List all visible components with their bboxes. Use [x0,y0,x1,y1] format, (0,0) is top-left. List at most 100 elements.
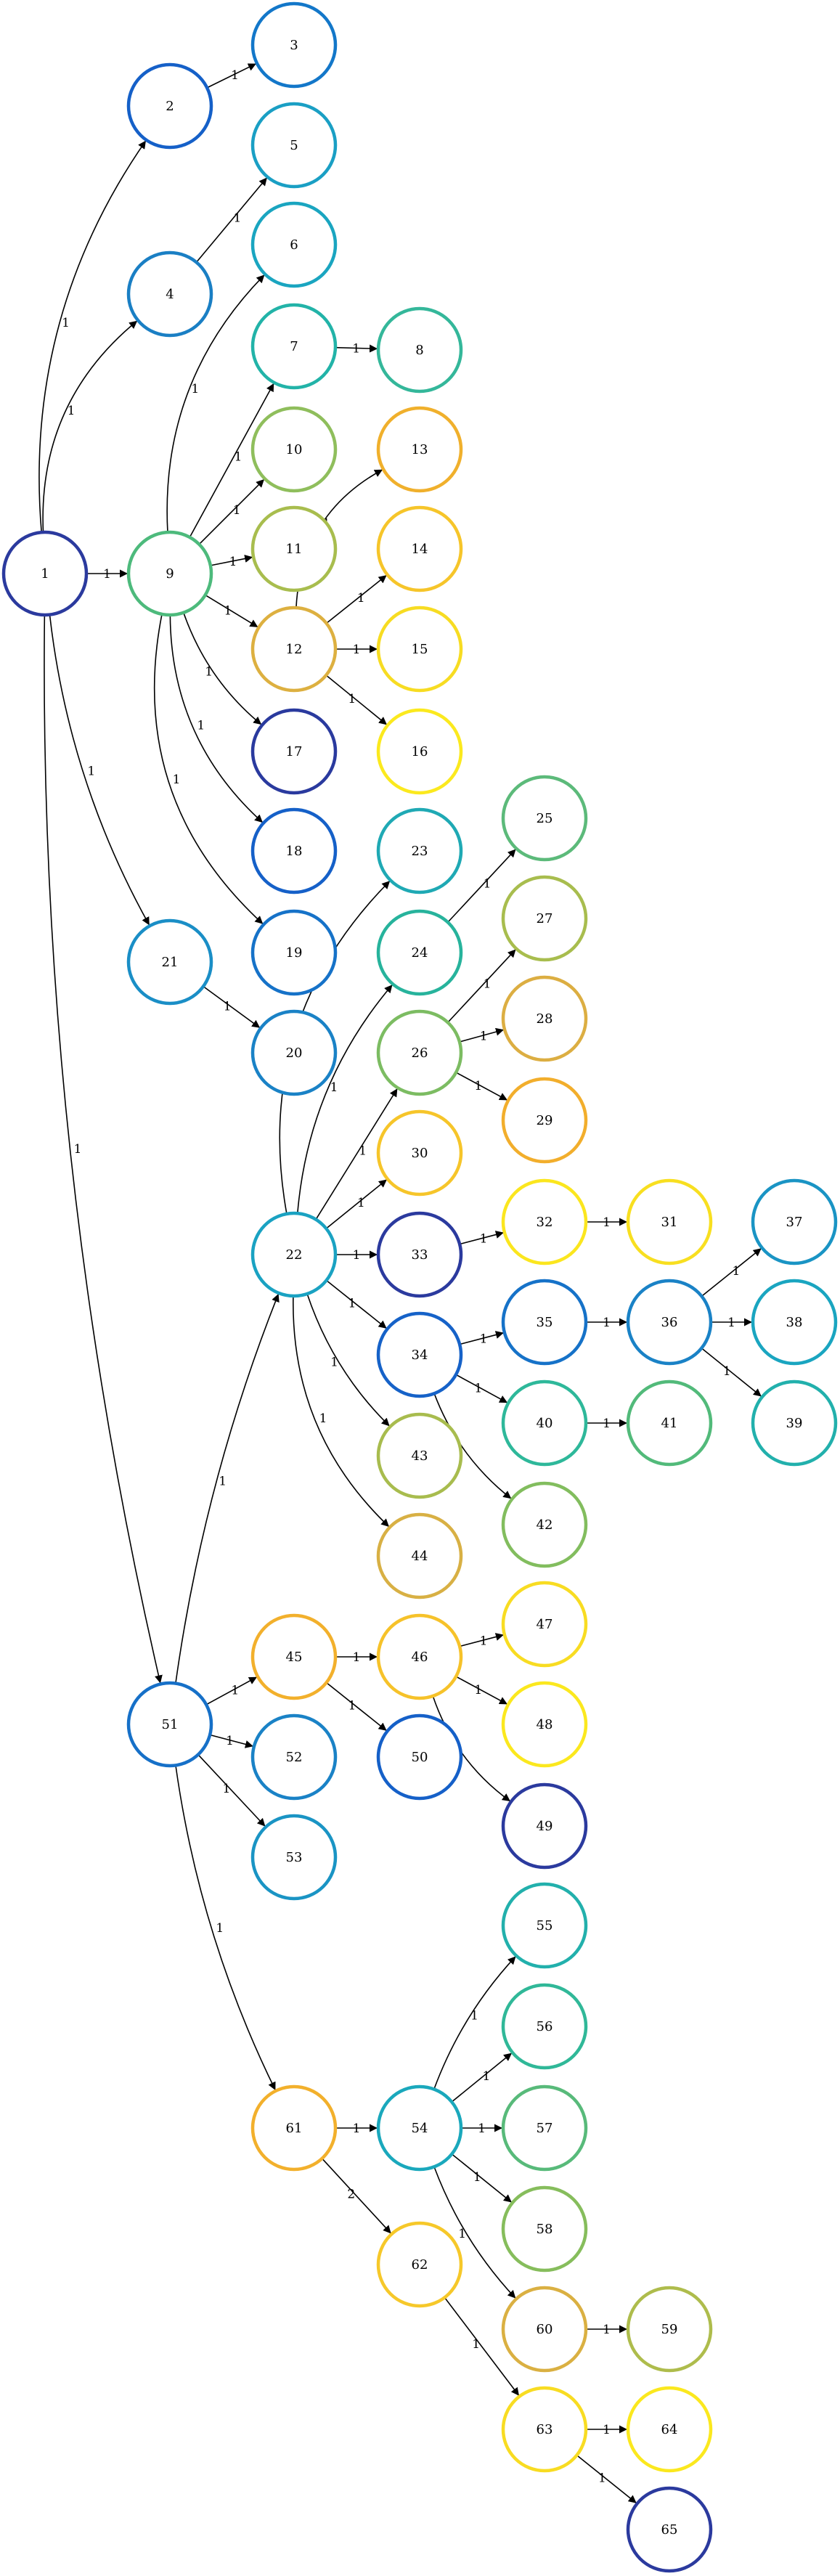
node-27: 27 [501,875,588,962]
node-circle [250,1814,338,1901]
node-47: 47 [501,1581,588,1668]
node-label: 24 [412,945,428,961]
node-circle [626,2386,713,2473]
node-circle [501,1581,588,1668]
edge-label: 1 [235,450,242,465]
edge-label: 1 [348,1699,356,1713]
node-29: 29 [501,1077,588,1164]
node-circle [250,1009,338,1096]
edge-9-10: 1 [198,478,265,545]
edges-layer: 1111111111111111111111111111111111111111… [38,62,762,2504]
node-label: 57 [537,2121,553,2136]
node-circle [376,909,463,996]
node-label: 41 [661,1416,678,1431]
node-62: 62 [376,2221,463,2308]
edge-label: 1 [197,718,205,733]
edge-22-44: 1 [293,1295,390,1528]
node-circle [501,1279,588,1366]
node-44: 44 [376,1512,463,1599]
edge-label: 1 [87,765,95,779]
node-label: 46 [412,1650,428,1665]
edge-label: 1 [103,567,111,582]
edge-22-33: 1 [335,1248,378,1263]
edge-22-24: 1 [297,984,394,1214]
node-48: 48 [501,1681,588,1768]
edge-line [459,1331,505,1345]
edge-label: 1 [233,211,241,225]
node-label: 1 [41,566,49,582]
node-label: 40 [537,1416,553,1431]
node-21: 21 [126,918,213,1006]
edge-line [701,1247,762,1297]
node-label: 59 [661,2322,678,2337]
edge-22-26: 1 [315,1088,399,1220]
node-label: 55 [537,1918,553,1933]
node-circle [250,1211,338,1298]
edge-label: 1 [226,1734,234,1748]
edge-label: 1 [353,1248,361,1263]
node-51: 51 [126,1681,213,1768]
node-circle [501,2386,588,2473]
edge-22-43: 1 [306,1293,391,1427]
edge-label: 1 [480,1029,488,1043]
node-label: 45 [286,1650,303,1665]
node-55: 55 [501,1882,588,1969]
edge-line [183,612,262,725]
edge-line [335,344,378,353]
node-label: 27 [537,911,553,926]
node-circle [376,1412,463,1499]
edge-7-8: 1 [335,342,378,356]
node-10: 10 [250,406,338,493]
node-label: 4 [166,287,174,302]
node-label: 31 [661,1215,678,1230]
edge-label: 1 [474,1382,482,1396]
node-circle [250,909,338,996]
edge-line [169,614,264,823]
node-58: 58 [501,2185,588,2273]
node-circle [376,1713,463,1801]
edge-1-9: 1 [86,567,128,582]
edge-label: 1 [319,1411,327,1426]
edge-line [205,594,258,628]
node-label: 53 [286,1850,303,1865]
edge-22-34: 1 [326,1279,388,1329]
node-circle [376,807,463,894]
node-circle [250,1613,338,1700]
edge-label: 1 [224,603,232,618]
edge-51-22: 1 [175,1293,280,1684]
node-label: 36 [661,1315,678,1330]
edge-label: 1 [603,1215,611,1230]
edge-26-29: 1 [455,1072,508,1101]
edge-line [203,985,261,1029]
node-circle [501,875,588,962]
edge-label: 1 [353,2121,361,2136]
edge-line [209,1734,254,1748]
node-circle [126,918,213,1006]
node-label: 15 [412,642,428,657]
edge-35-36: 1 [586,1316,627,1330]
edge-label: 1 [191,382,199,396]
edge-32-31: 1 [586,1215,627,1230]
edge-line [447,948,517,1023]
node-label: 26 [412,1046,428,1061]
node-label: 50 [412,1750,428,1765]
node-circle [501,1782,588,1870]
edge-54-55: 1 [433,1955,517,2090]
edge-line [459,1633,505,1647]
edge-46-47: 1 [459,1633,505,1648]
edge-label: 1 [352,342,360,356]
node-57: 57 [501,2084,588,2172]
edge-33-32: 1 [459,1231,505,1246]
node-16: 16 [376,708,463,795]
node-circle [501,1681,588,1768]
edge-line [189,383,274,538]
edge-36-37: 1 [701,1247,762,1297]
node-circle [126,1681,213,1768]
node-circle [376,606,463,693]
node-39: 39 [751,1379,838,1467]
node-label: 11 [286,542,303,557]
node-label: 2 [166,99,174,114]
edge-label: 2 [347,2187,355,2201]
node-label: 60 [537,2322,553,2337]
